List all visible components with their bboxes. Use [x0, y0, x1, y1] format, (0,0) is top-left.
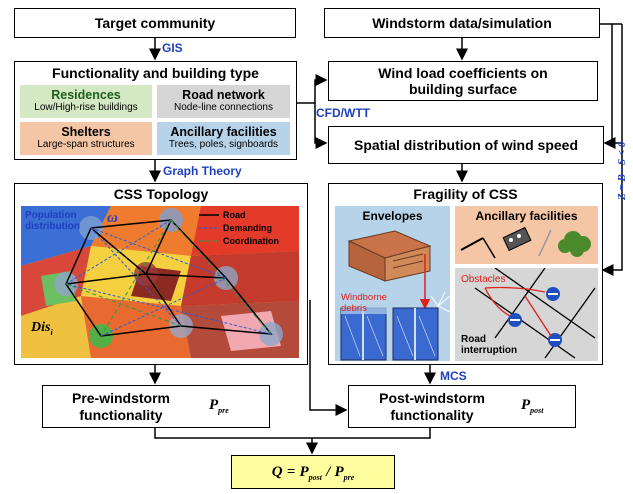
signboard-icon [502, 226, 532, 252]
tree-icon [558, 231, 591, 257]
fragility-box: Fragility of CSS Envelopes [328, 183, 603, 365]
dis-text: Dis [31, 320, 51, 335]
post-functionality-box: Post-windstorm functionality Ppost [348, 385, 576, 428]
road-network-cell: Road network Node-line connections [157, 85, 290, 118]
q-eq: = [286, 464, 296, 480]
envelope-illustration [340, 230, 450, 361]
demanding-edges [65, 219, 272, 337]
topology-title: CSS Topology [113, 186, 209, 202]
obstacles-label: Obstacles [461, 274, 506, 285]
legend-road: Road [223, 210, 246, 220]
residences-title: Residences [51, 88, 121, 102]
arrow-side-fragility [601, 142, 623, 276]
pre-formula: Ppre [209, 396, 229, 415]
windstorm-box: Windstorm data/simulation [324, 8, 600, 38]
population-distribution-label: Population distribution [25, 210, 80, 232]
shelters-cell: Shelters Large-span structures [20, 122, 152, 155]
road-edges [65, 219, 273, 337]
ancillary-title: Ancillary facilities [170, 125, 277, 139]
arrow-windstorm-windspeed [600, 23, 616, 149]
q-formula: Q = Ppost / Ppre [232, 463, 394, 482]
pre-functionality-label: Pre-windstorm functionality [71, 390, 170, 423]
graph-theory-label: Graph Theory [163, 164, 242, 178]
residences-cell: Residences Low/High-rise buildings [20, 85, 152, 118]
shelters-desc: Large-span structures [37, 139, 135, 150]
arrow-post-q [312, 428, 431, 439]
residences-desc: Low/High-rise buildings [34, 102, 138, 113]
road-grid-illustration [474, 268, 596, 359]
ancillary-illustration [460, 226, 591, 259]
arrow-topology-post [309, 300, 348, 416]
post-sub: post [530, 406, 544, 416]
obstacle-signs [508, 287, 562, 347]
fragility-title: Fragility of CSS [413, 186, 518, 202]
q-p2: P [334, 464, 344, 480]
topology-map: Road Demanding Coordination [21, 206, 299, 358]
q-p1: P [299, 464, 309, 480]
post-functionality-label: Post-windstorm functionality [379, 390, 485, 423]
ancillary-panel-label: Ancillary facilities [475, 209, 578, 223]
gis-label: GIS [162, 41, 183, 55]
pre-p: P [209, 397, 219, 413]
post-p: P [521, 397, 531, 413]
target-community-box: Target community [14, 8, 296, 38]
road-interruption-label: Road interruption [461, 334, 518, 356]
mcs-label: MCS [440, 369, 467, 383]
omega-symbol: ω [107, 210, 118, 226]
cfd-wtt-label: CFD/WTT [316, 106, 370, 120]
legend-demanding: Demanding [223, 223, 272, 233]
wind-speed-box: Spatial distribution of wind speed [328, 126, 604, 164]
wind-load-box: Wind load coefficients on building surfa… [328, 61, 598, 101]
functionality-box: Functionality and building type Residenc… [14, 61, 297, 160]
topology-legend: Road Demanding Coordination [199, 210, 279, 246]
shelters-title: Shelters [61, 125, 111, 139]
arrow-functionality-windload [297, 74, 328, 104]
post-formula: Ppost [521, 396, 544, 415]
road-network-desc: Node-line connections [174, 102, 273, 113]
pre-sub: pre [218, 406, 229, 416]
coordination-edges [65, 219, 272, 337]
envelopes-panel: Envelopes [335, 206, 450, 361]
arrow-pre-q [154, 428, 312, 439]
windborne-debris-label: Windborne debris [341, 292, 391, 314]
envelopes-label: Envelopes [362, 209, 423, 223]
target-community-label: Target community [94, 15, 216, 31]
road-network-title: Road network [182, 88, 265, 102]
ancillary-cell: Ancillary facilities Trees, poles, signb… [157, 122, 290, 155]
q-sub2: pre [343, 473, 355, 482]
arrow-functionality-windspeed [314, 103, 328, 149]
result-box: Q = Ppost / Ppre [231, 455, 395, 489]
wind-speed-label: Spatial distribution of wind speed [353, 137, 578, 153]
legend-coordination: Coordination [223, 236, 279, 246]
ancillary-panel: Ancillary facilities [455, 206, 598, 264]
dis-label: Disi [31, 318, 53, 337]
q-sub1: post [308, 473, 322, 482]
functionality-title: Functionality and building type [52, 65, 259, 81]
topology-box: CSS Topology [14, 183, 308, 365]
road-interruption-panel: Obstacles Road interruption [455, 268, 598, 361]
q-slash: / [326, 464, 331, 480]
windstorm-label: Windstorm data/simulation [372, 15, 552, 31]
ancillary-desc: Trees, poles, signboards [168, 139, 279, 150]
q-symbol: Q [271, 464, 283, 480]
wind-load-label: Wind load coefficients on building surfa… [378, 65, 548, 97]
pre-functionality-box: Pre-windstorm functionality Ppre [42, 385, 270, 428]
dis-subscript: i [50, 328, 53, 338]
side-formula-label: Z = B - S < 0 [616, 141, 628, 200]
